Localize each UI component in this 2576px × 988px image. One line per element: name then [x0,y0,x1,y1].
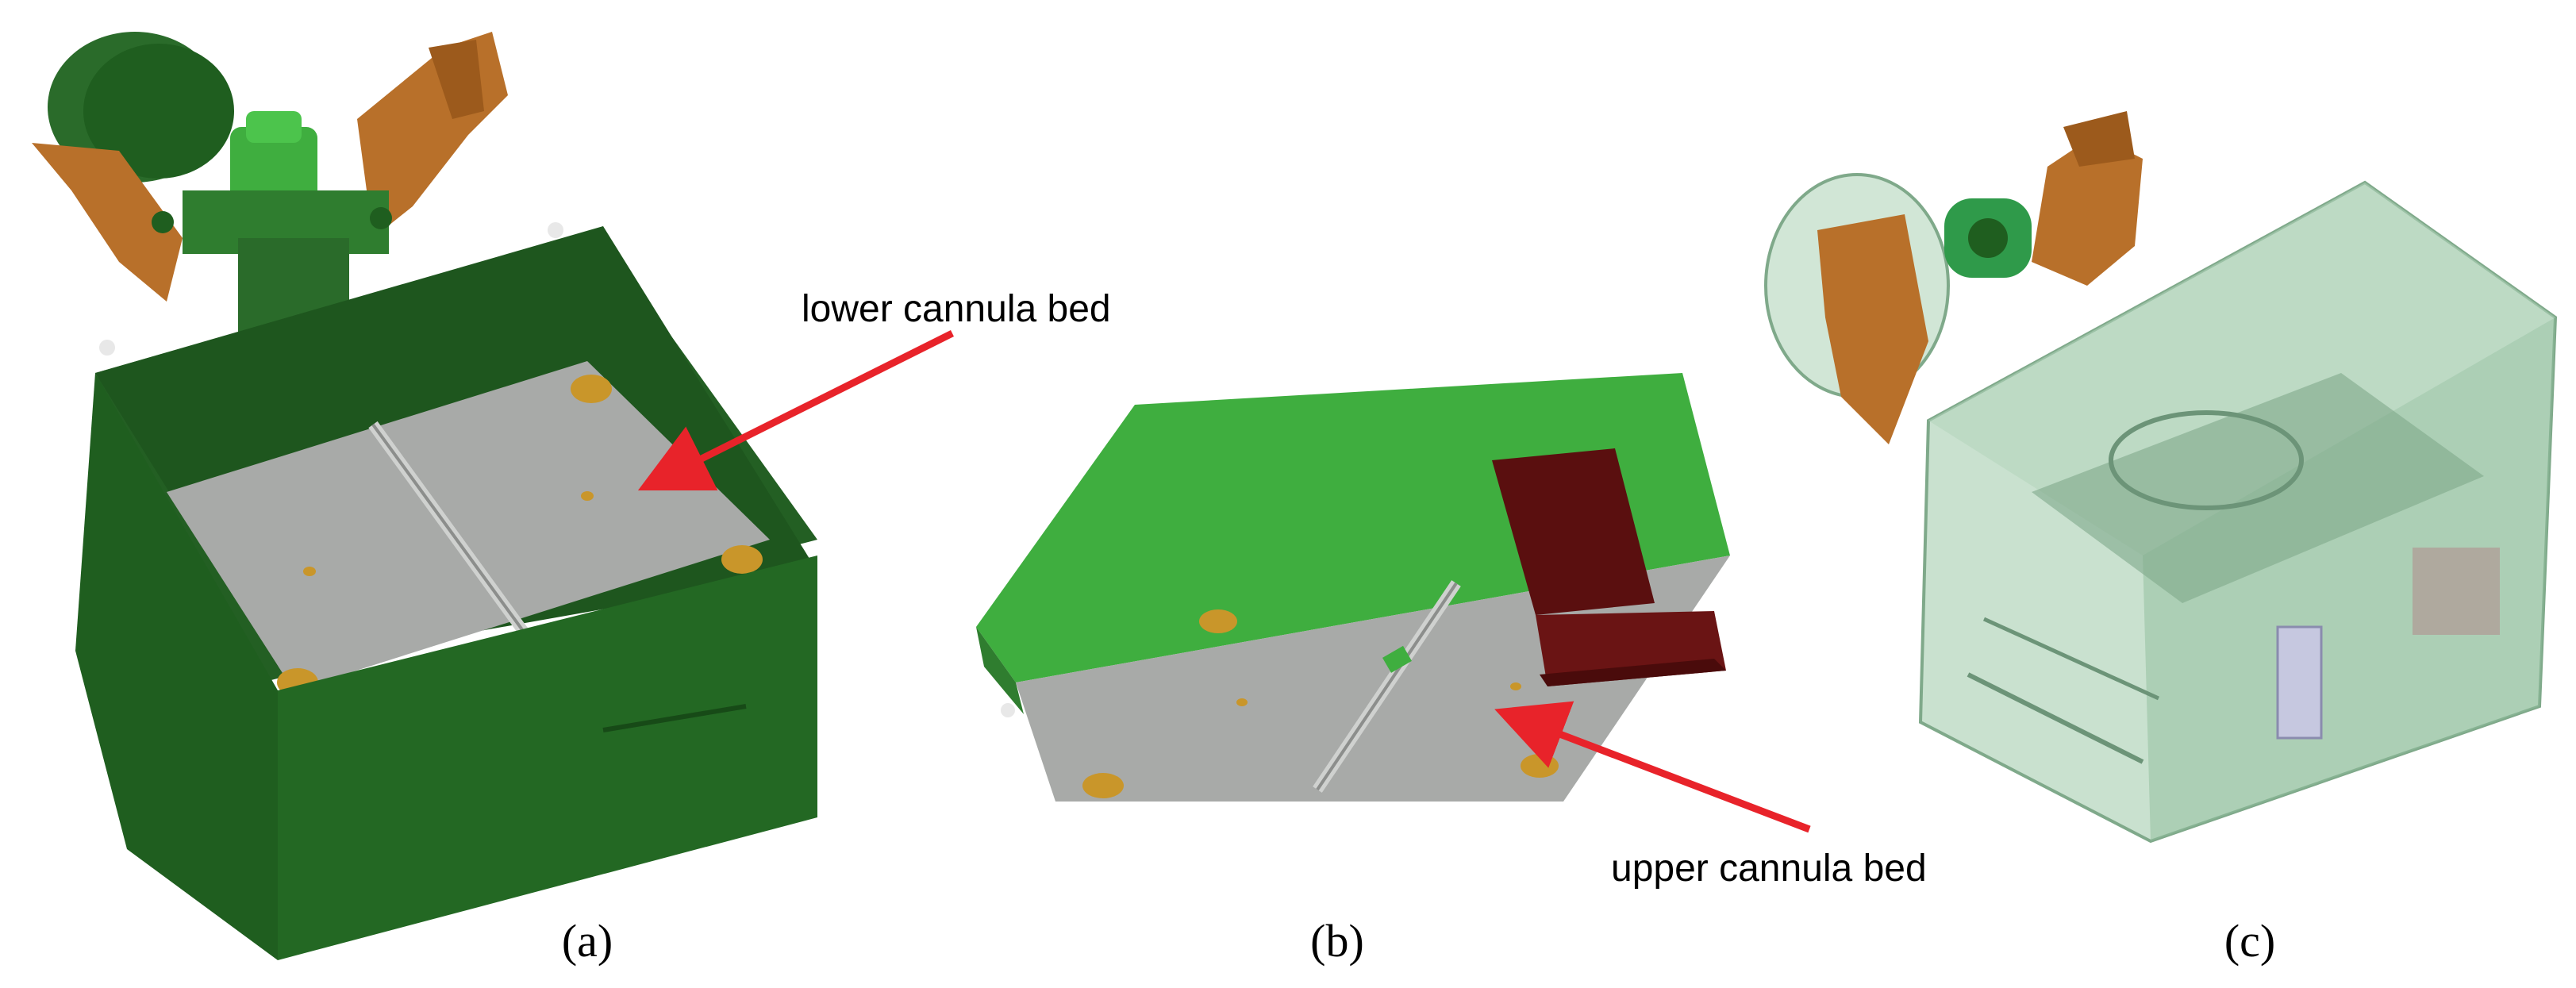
panel-a-mechanism [32,32,563,356]
bed-dot [721,545,763,574]
panel-b: upper cannula bed (b) [976,373,1927,967]
panel-b-upper-bed-assembly [976,373,1730,802]
panel-c-transparent-assembly [1764,111,2558,844]
bed-dot [1199,609,1237,633]
panel-a-housing [75,226,817,960]
bed-dot [1521,754,1559,778]
arrow-upper-cannula-bed [1494,701,1811,833]
panel-a: lower cannula bed (a) [32,32,1111,967]
bed-dot [1082,773,1124,798]
panel-c: (c) [1764,111,2558,967]
caption-c: (c) [2224,915,2275,967]
bed-dot [1236,698,1248,706]
annotation-lower-cannula-bed: lower cannula bed [802,288,1111,330]
bed-dot [571,375,612,403]
arrow-lower-cannula-bed [637,329,955,491]
bed-dot [1510,682,1521,690]
caption-a: (a) [562,915,613,967]
bed-dot [581,491,594,501]
annotation-upper-cannula-bed: upper cannula bed [1611,848,1927,890]
caption-b: (b) [1310,915,1364,967]
bed-dot [303,567,316,576]
